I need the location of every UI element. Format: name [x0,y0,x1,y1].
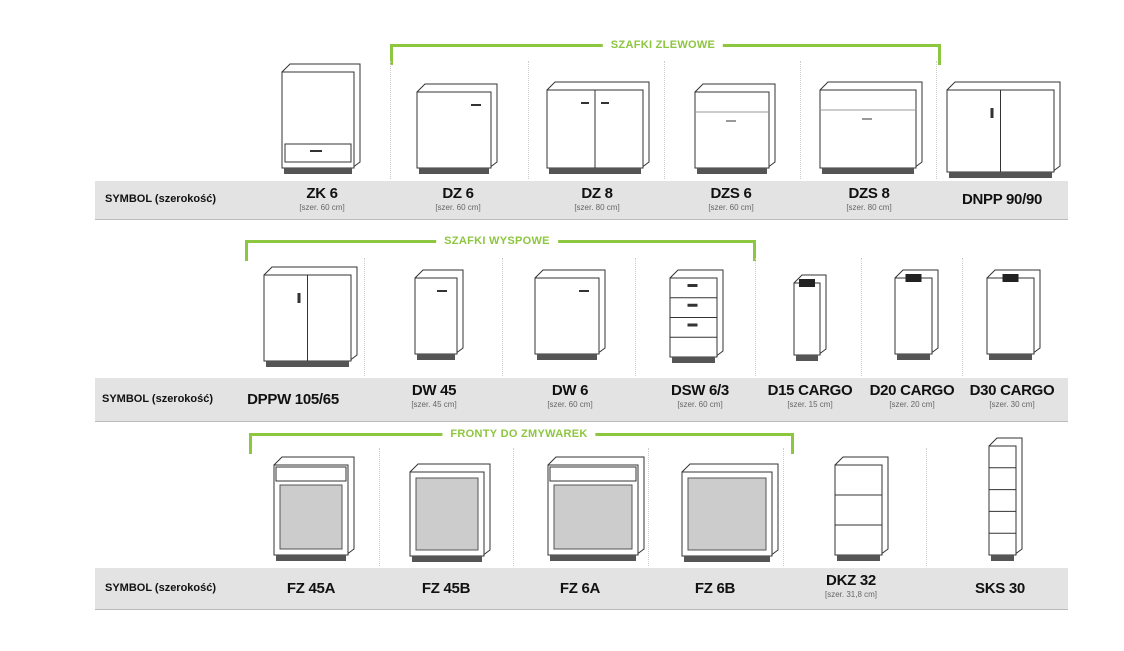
product-symbol: DKZ 32 [826,572,876,589]
product-cell: FZ 6B [695,580,735,597]
cabinet-drawing-icon [416,83,498,174]
product-width: [szer. 80 cm] [846,203,892,212]
column-divider [390,61,391,179]
column-divider [647,448,649,566]
product-cell: DZS 6[szer. 60 cm] [708,185,753,212]
product-width: [szer. 60 cm] [547,400,593,409]
cabinet-drawing-icon [988,437,1023,561]
product-width: [szer. 30 cm] [989,400,1035,409]
column-divider [513,448,514,566]
product-cell: D15 CARGO[szer. 15 cm] [768,382,853,409]
product-symbol: DZ 6 [442,185,474,202]
product-symbol: FZ 45A [286,579,336,597]
product-symbol: DW 45 [411,382,457,399]
row-label: SYMBOL (szerokość) [102,392,214,405]
cabinet-drawing-icon [694,83,776,174]
cabinet-drawing-icon [414,269,464,360]
column-divider [378,448,380,566]
product-cell: FZ 45A [286,579,336,597]
product-width: [szer. 80 cm] [574,203,620,212]
product-cell: SKS 30 [975,580,1025,597]
column-divider [861,258,862,376]
column-divider [962,258,963,376]
product-width: [szer. 15 cm] [787,400,833,409]
symbol-band-1 [95,181,1068,220]
column-divider [935,61,937,179]
cabinet-drawing-icon [681,463,779,562]
row-label: SYMBOL (szerokość) [105,581,217,594]
cabinet-drawing-icon [281,63,361,174]
group-title-dishwasher: FRONTY DO ZMYWAREK [442,428,596,440]
cabinet-drawing-icon [263,266,358,367]
product-cell: DZ 8[szer. 80 cm] [574,185,619,212]
row-label: SYMBOL (szerokość) [105,193,217,205]
product-symbol: DZS 8 [848,185,890,202]
product-cell: D30 CARGO[szer. 30 cm] [970,382,1055,409]
product-cell: FZ 45B [421,579,471,597]
product-width: [szer. 31,8 cm] [824,590,878,599]
symbol-band-3 [95,568,1068,610]
product-cell: DZS 8[szer. 80 cm] [846,185,891,212]
column-divider [664,61,665,179]
product-symbol: FZ 45B [421,579,471,597]
product-cell: ZK 6[szer. 60 cm] [299,185,344,212]
product-symbol: DZS 6 [710,185,752,202]
column-divider [363,258,365,376]
cabinet-drawing-icon [273,456,355,561]
cabinet-drawing-icon [547,456,645,561]
column-divider [925,448,927,566]
product-width: [szer. 60 cm] [299,203,345,212]
product-symbol: DZ 8 [581,185,613,202]
cabinet-drawing-icon [534,269,606,360]
cabinet-drawing-icon [986,269,1041,360]
column-divider [800,61,801,179]
cabinet-drawing-icon [669,269,724,363]
product-width: [szer. 60 cm] [677,400,723,409]
product-cell: DKZ 32[szer. 31,8 cm] [825,572,877,599]
product-cell: D20 CARGO[szer. 20 cm] [870,382,955,409]
product-cell: DPPW 105/65 [247,391,339,408]
product-symbol: D20 CARGO [869,382,955,399]
symbol-band-2 [95,378,1068,422]
product-symbol: SKS 30 [975,579,1025,597]
product-cell: DSW 6/3[szer. 60 cm] [671,382,729,409]
cabinet-drawing-icon [793,274,827,361]
product-symbol: D30 CARGO [969,382,1055,399]
cabinet-drawing-icon [819,81,923,174]
product-symbol: ZK 6 [306,185,338,202]
product-symbol: DPPW 105/65 [247,390,339,408]
column-divider [502,258,503,376]
product-symbol: FZ 6B [694,579,736,597]
column-divider [635,258,636,376]
product-symbol: DNPP 90/90 [961,191,1043,208]
cabinet-drawing-icon [546,81,650,174]
cabinet-drawing-icon [946,81,1061,178]
product-cell: DZ 6[szer. 60 cm] [435,185,480,212]
column-divider [755,258,756,376]
product-symbol: DSW 6/3 [671,382,729,399]
column-divider [783,448,784,566]
product-width: [szer. 60 cm] [435,203,481,212]
product-symbol: DW 6 [551,382,589,399]
product-cell: FZ 6A [560,580,600,597]
column-divider [527,61,529,179]
group-title-sink: SZAFKI ZLEWOWE [602,39,724,51]
product-cell: DNPP 90/90 [962,191,1042,208]
product-symbol: D15 CARGO [767,382,853,399]
product-cell: DW 6[szer. 60 cm] [547,382,592,409]
product-symbol: FZ 6A [559,579,601,597]
cabinet-drawing-icon [894,269,939,360]
group-title-island: SZAFKI WYSPOWE [436,235,558,247]
product-width: [szer. 20 cm] [889,400,935,409]
cabinet-drawing-icon [409,463,491,562]
product-width: [szer. 45 cm] [411,400,457,409]
product-width: [szer. 60 cm] [708,203,754,212]
cabinet-drawing-icon [834,456,889,561]
product-cell: DW 45[szer. 45 cm] [411,382,456,409]
